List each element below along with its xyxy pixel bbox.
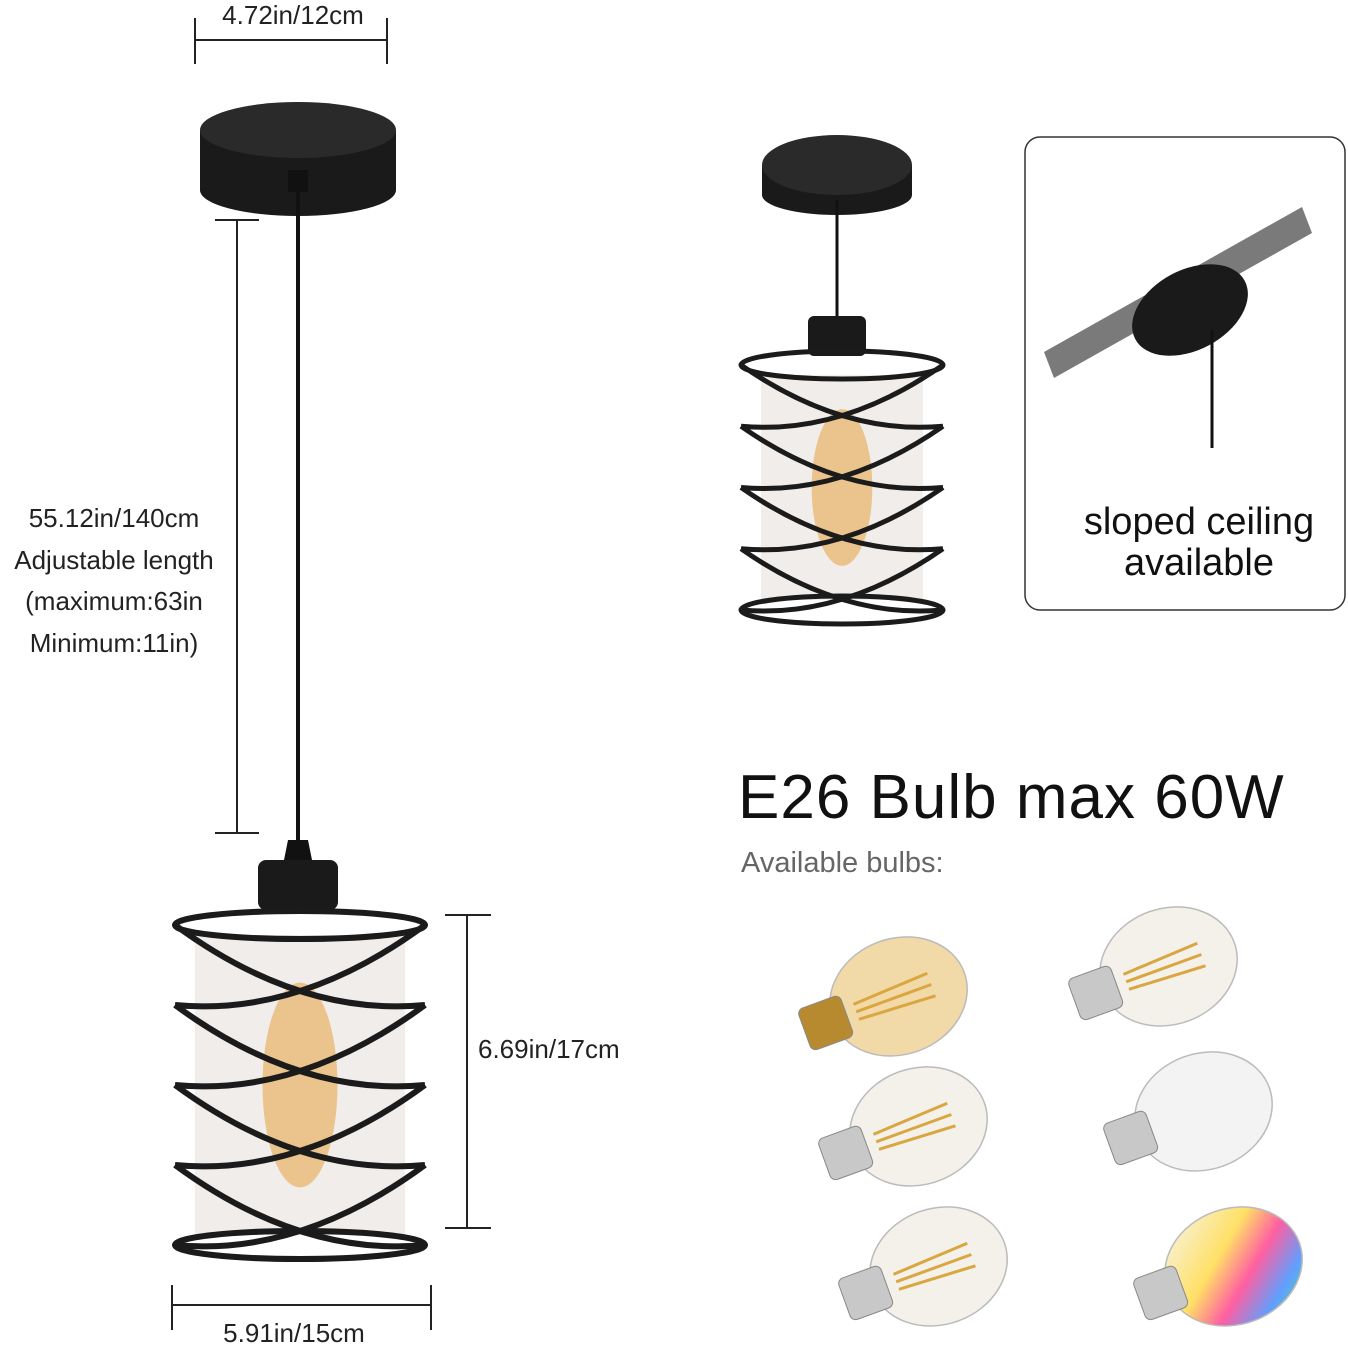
sloped-ceiling-panel xyxy=(1024,136,1346,611)
cord-length-line-4: Minimum:11in) xyxy=(29,627,199,658)
shade-width-line xyxy=(171,1285,432,1330)
bulb-glow xyxy=(262,982,338,1188)
st64-filament-bulb-icon xyxy=(838,1206,1008,1327)
socket-holder xyxy=(258,860,338,910)
cage-band xyxy=(174,1002,427,1090)
canopy-width-label: 4.72in/12cm xyxy=(222,0,364,30)
bulb-gallery xyxy=(798,906,1303,1327)
ceiling-canopy xyxy=(200,102,396,216)
angled-canopy xyxy=(1132,264,1248,356)
cage-band xyxy=(740,546,945,614)
a19-filament-bulb-icon xyxy=(1068,906,1238,1027)
secondary-pendant-lamp xyxy=(738,135,946,627)
cage-band xyxy=(740,485,945,553)
cage-band xyxy=(174,922,427,1010)
shade-height-label: 6.69in/17cm xyxy=(478,1034,620,1064)
rgb-smart-bulb-icon xyxy=(1133,1206,1303,1327)
cord-length-label: 55.12in/140cm Adjustable length (maximum… xyxy=(14,498,213,664)
edison-amber-bulb-icon xyxy=(798,936,968,1057)
canopy-width-line xyxy=(194,18,388,64)
sloped-line-1: sloped ceiling xyxy=(1083,501,1315,543)
sloped-line-2: available xyxy=(1123,542,1274,584)
shade-width-label: 5.91in/15cm xyxy=(223,1318,365,1348)
cage-top-ring xyxy=(172,908,428,942)
st-filament-bulb-icon xyxy=(818,1066,988,1187)
available-bulbs-label: Available bulbs: xyxy=(741,847,944,879)
sloped-ceiling-text: sloped ceiling available xyxy=(1084,502,1314,584)
bulb-glow xyxy=(811,409,873,566)
cage-shade xyxy=(172,908,428,1262)
cage-bottom-ring xyxy=(172,1228,428,1262)
bulb-spec-title: E26 Bulb max 60W xyxy=(738,763,1285,832)
main-pendant-lamp xyxy=(172,102,428,1262)
ceiling-canopy-small xyxy=(762,135,912,215)
cord-length-line-1: 55.12in/140cm xyxy=(28,503,200,533)
white-led-bulb-icon xyxy=(1103,1051,1273,1172)
dimension-lines xyxy=(171,18,491,1330)
cage-top-ring xyxy=(738,348,946,382)
cage-band xyxy=(174,1082,427,1170)
cage-band xyxy=(740,424,945,492)
cord-length-line xyxy=(215,219,259,834)
cage-shade-small xyxy=(738,348,946,627)
shade-height-line xyxy=(445,914,491,1229)
cage-bottom-ring xyxy=(738,593,946,627)
cage-band xyxy=(740,362,945,430)
cord-length-line-2: Adjustable length xyxy=(14,544,214,575)
cord-length-line-3: (maximum:63in xyxy=(25,586,203,616)
